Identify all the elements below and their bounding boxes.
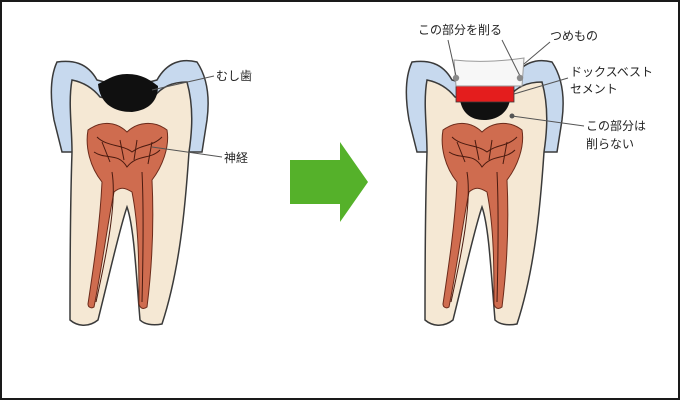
tooth-after bbox=[405, 57, 564, 326]
caries-leader-line bbox=[151, 75, 215, 91]
shave-leader-right bbox=[501, 39, 521, 77]
remaining-caries bbox=[460, 98, 510, 120]
doxbest-cement-layer bbox=[455, 85, 515, 103]
keep-label-line2: 削らない bbox=[586, 137, 634, 151]
pulp-after bbox=[441, 123, 524, 309]
keep-leader-line bbox=[511, 115, 585, 127]
cement-leader-line bbox=[513, 77, 569, 95]
filling-leader-line bbox=[523, 41, 551, 65]
keep-point bbox=[509, 113, 515, 119]
caries bbox=[98, 74, 158, 112]
right-arrow-icon bbox=[290, 142, 368, 222]
caries-label: むし歯 bbox=[216, 69, 252, 83]
nerve-strands-before bbox=[93, 136, 163, 303]
shave-leader-left bbox=[447, 39, 457, 77]
shave-point-left bbox=[452, 74, 460, 82]
shave-label: この部分を削る bbox=[418, 22, 502, 37]
shave-point-right bbox=[516, 74, 524, 82]
tooth-before bbox=[50, 59, 209, 326]
keep-label-line1: この部分は bbox=[586, 118, 646, 133]
dentin-before bbox=[69, 79, 193, 326]
nerve-leader-line bbox=[151, 146, 223, 158]
filling-label: つめもの bbox=[550, 29, 598, 43]
cement-label-line2: セメント bbox=[570, 82, 618, 96]
nerve-label: 神経 bbox=[224, 151, 248, 165]
cement-label-line1: ドックスベスト bbox=[570, 65, 653, 79]
nerve-strands-after bbox=[448, 136, 518, 303]
pulp-before bbox=[86, 123, 169, 309]
